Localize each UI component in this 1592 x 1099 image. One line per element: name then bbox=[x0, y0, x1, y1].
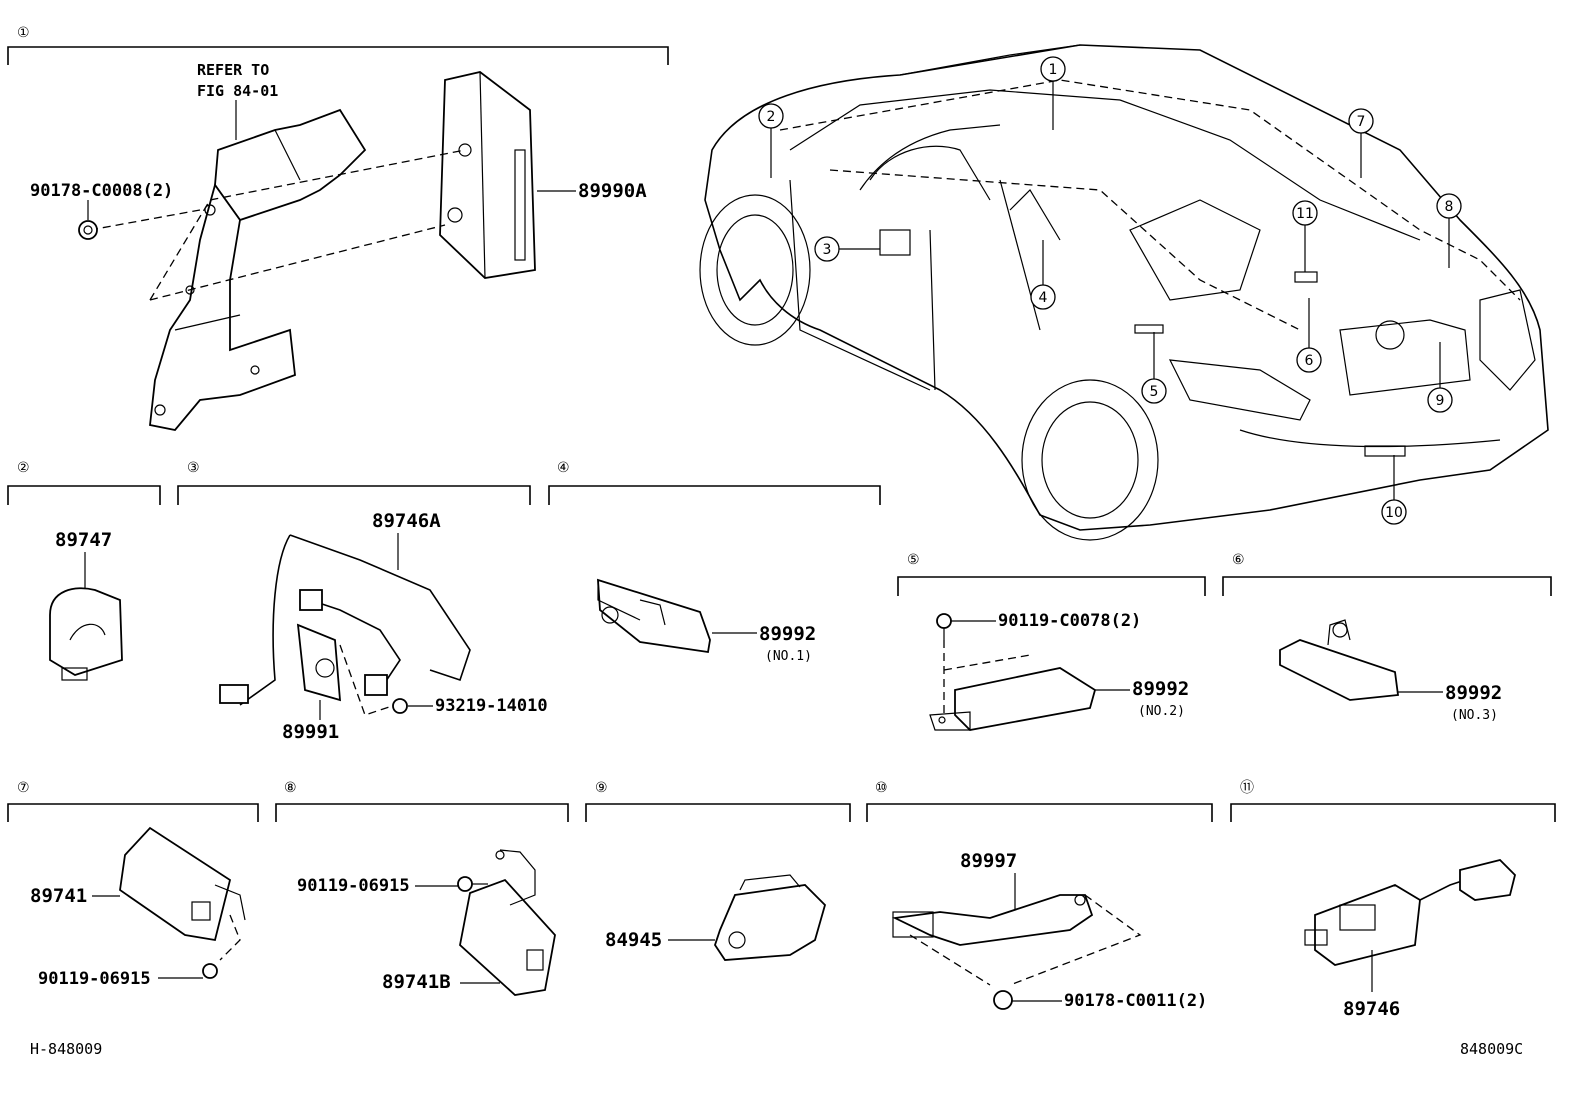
svg-text:11: 11 bbox=[1296, 206, 1314, 222]
svg-text:3: 3 bbox=[823, 242, 832, 258]
part-89991: 89991 bbox=[282, 721, 339, 743]
refer-note-line2: FIG 84-01 bbox=[197, 82, 278, 100]
svg-text:6: 6 bbox=[1305, 353, 1314, 369]
ecu-bracket bbox=[149, 108, 367, 431]
switch-84945 bbox=[714, 874, 827, 961]
callout-9: 9 bbox=[1427, 342, 1453, 413]
section-number-8: ⑧ bbox=[284, 780, 297, 796]
section-number-7: ⑦ bbox=[17, 780, 30, 796]
section-8: ⑧ 90119-06915 89741B bbox=[275, 780, 569, 996]
harness-89746A bbox=[219, 534, 471, 706]
part-90178-C0011: 90178-C0011(2) bbox=[1064, 991, 1207, 1011]
section-6: ⑥ 89992 (NO.3) bbox=[1222, 552, 1552, 723]
rear-wheel bbox=[1021, 379, 1159, 541]
part-90119-06915-b: 90119-06915 bbox=[297, 876, 410, 896]
svg-text:4: 4 bbox=[1039, 290, 1048, 306]
part-93219-14010: 93219-14010 bbox=[435, 696, 548, 716]
part-89990A: 89990A bbox=[578, 180, 647, 202]
module-89741B bbox=[459, 849, 556, 996]
part-89746: 89746 bbox=[1343, 998, 1400, 1020]
svg-text:1: 1 bbox=[1049, 62, 1058, 78]
bolt-icon bbox=[457, 876, 473, 892]
callout-8: 8 bbox=[1436, 193, 1462, 268]
antenna-89992-no2 bbox=[929, 667, 1097, 731]
screw-icon bbox=[202, 963, 218, 979]
svg-text:2: 2 bbox=[767, 109, 776, 125]
car-callouts: 1 2 3 4 5 6 bbox=[758, 56, 1462, 525]
callout-4: 4 bbox=[1030, 240, 1056, 310]
part-89992-no2-note: (NO.2) bbox=[1138, 704, 1185, 719]
screw-icon bbox=[392, 698, 408, 714]
svg-text:8: 8 bbox=[1445, 199, 1454, 215]
part-89746A: 89746A bbox=[372, 510, 441, 532]
section-number-10: ⑩ bbox=[875, 780, 888, 796]
part-90119-06915-a: 90119-06915 bbox=[38, 969, 151, 989]
section-number-2: ② bbox=[17, 460, 30, 476]
refer-note-line1: REFER TO bbox=[197, 61, 269, 79]
section-7: ⑦ 89741 90119-06915 bbox=[7, 780, 259, 989]
callout-1: 1 bbox=[1040, 56, 1066, 130]
section-4: ④ 89992 (NO.1) bbox=[548, 460, 881, 664]
part-84945: 84945 bbox=[605, 929, 662, 951]
svg-text:7: 7 bbox=[1357, 114, 1366, 130]
footer-left-code: H-848009 bbox=[30, 1040, 102, 1058]
section-number-1: ① bbox=[17, 25, 30, 41]
ecu-module bbox=[439, 71, 536, 279]
front-wheel bbox=[699, 194, 811, 346]
antenna-89997 bbox=[891, 894, 1094, 946]
callout-11: 11 bbox=[1292, 200, 1318, 283]
antenna-89992-no3 bbox=[1279, 619, 1400, 701]
section-number-9: ⑨ bbox=[595, 780, 608, 796]
section-1: ① REFER TO FIG 84-01 bbox=[7, 25, 669, 431]
section-number-4: ④ bbox=[557, 460, 570, 476]
callout-5: 5 bbox=[1134, 324, 1167, 404]
section-number-5: ⑤ bbox=[907, 552, 920, 568]
part-89747: 89747 bbox=[55, 529, 112, 551]
part-89992-no1: 89992 bbox=[759, 623, 816, 645]
sensor-89991 bbox=[296, 623, 342, 702]
part-90178-C0008: 90178-C0008(2) bbox=[30, 181, 173, 201]
module-89741 bbox=[119, 826, 246, 942]
callout-10: 10 bbox=[1364, 445, 1407, 525]
sensor-89747 bbox=[49, 587, 123, 681]
section-number-6: ⑥ bbox=[1232, 552, 1245, 568]
svg-text:9: 9 bbox=[1436, 393, 1445, 409]
part-89997: 89997 bbox=[960, 850, 1017, 872]
callout-6: 6 bbox=[1296, 298, 1322, 373]
clip-icon bbox=[993, 990, 1013, 1010]
callout-3: 3 bbox=[814, 229, 911, 262]
section-2: ② 89747 bbox=[7, 460, 161, 681]
section-number-11: ⑪ bbox=[1240, 780, 1254, 796]
callout-7: 7 bbox=[1348, 108, 1374, 178]
section-9: ⑨ 84945 bbox=[585, 780, 851, 961]
svg-text:5: 5 bbox=[1150, 384, 1159, 400]
part-89992-no1-note: (NO.1) bbox=[765, 649, 812, 664]
nut-icon bbox=[78, 220, 98, 240]
section-5: ⑤ 90119-C0078(2) 89992 (NO.2) bbox=[897, 552, 1206, 731]
part-89741: 89741 bbox=[30, 885, 87, 907]
section-11: ⑪ 89746 bbox=[1230, 780, 1556, 1020]
callout-2: 2 bbox=[758, 103, 784, 178]
part-89992-no3: 89992 bbox=[1445, 682, 1502, 704]
section-number-3: ③ bbox=[187, 460, 200, 476]
part-89992-no2: 89992 bbox=[1132, 678, 1189, 700]
section-3: ③ 89746A 89991 93219-14010 bbox=[177, 460, 548, 743]
vehicle-overview bbox=[699, 44, 1549, 541]
part-89741B: 89741B bbox=[382, 971, 451, 993]
bolt-icon bbox=[936, 613, 952, 640]
svg-text:10: 10 bbox=[1385, 505, 1403, 521]
part-89992-no3-note: (NO.3) bbox=[1451, 708, 1498, 723]
footer-right-code: 848009C bbox=[1460, 1040, 1523, 1058]
antenna-89992-no1 bbox=[597, 578, 711, 654]
module-89746 bbox=[1304, 859, 1516, 966]
section-10: ⑩ 89997 90178-C0011(2) bbox=[866, 780, 1213, 1011]
part-90119-C0078: 90119-C0078(2) bbox=[998, 611, 1141, 631]
